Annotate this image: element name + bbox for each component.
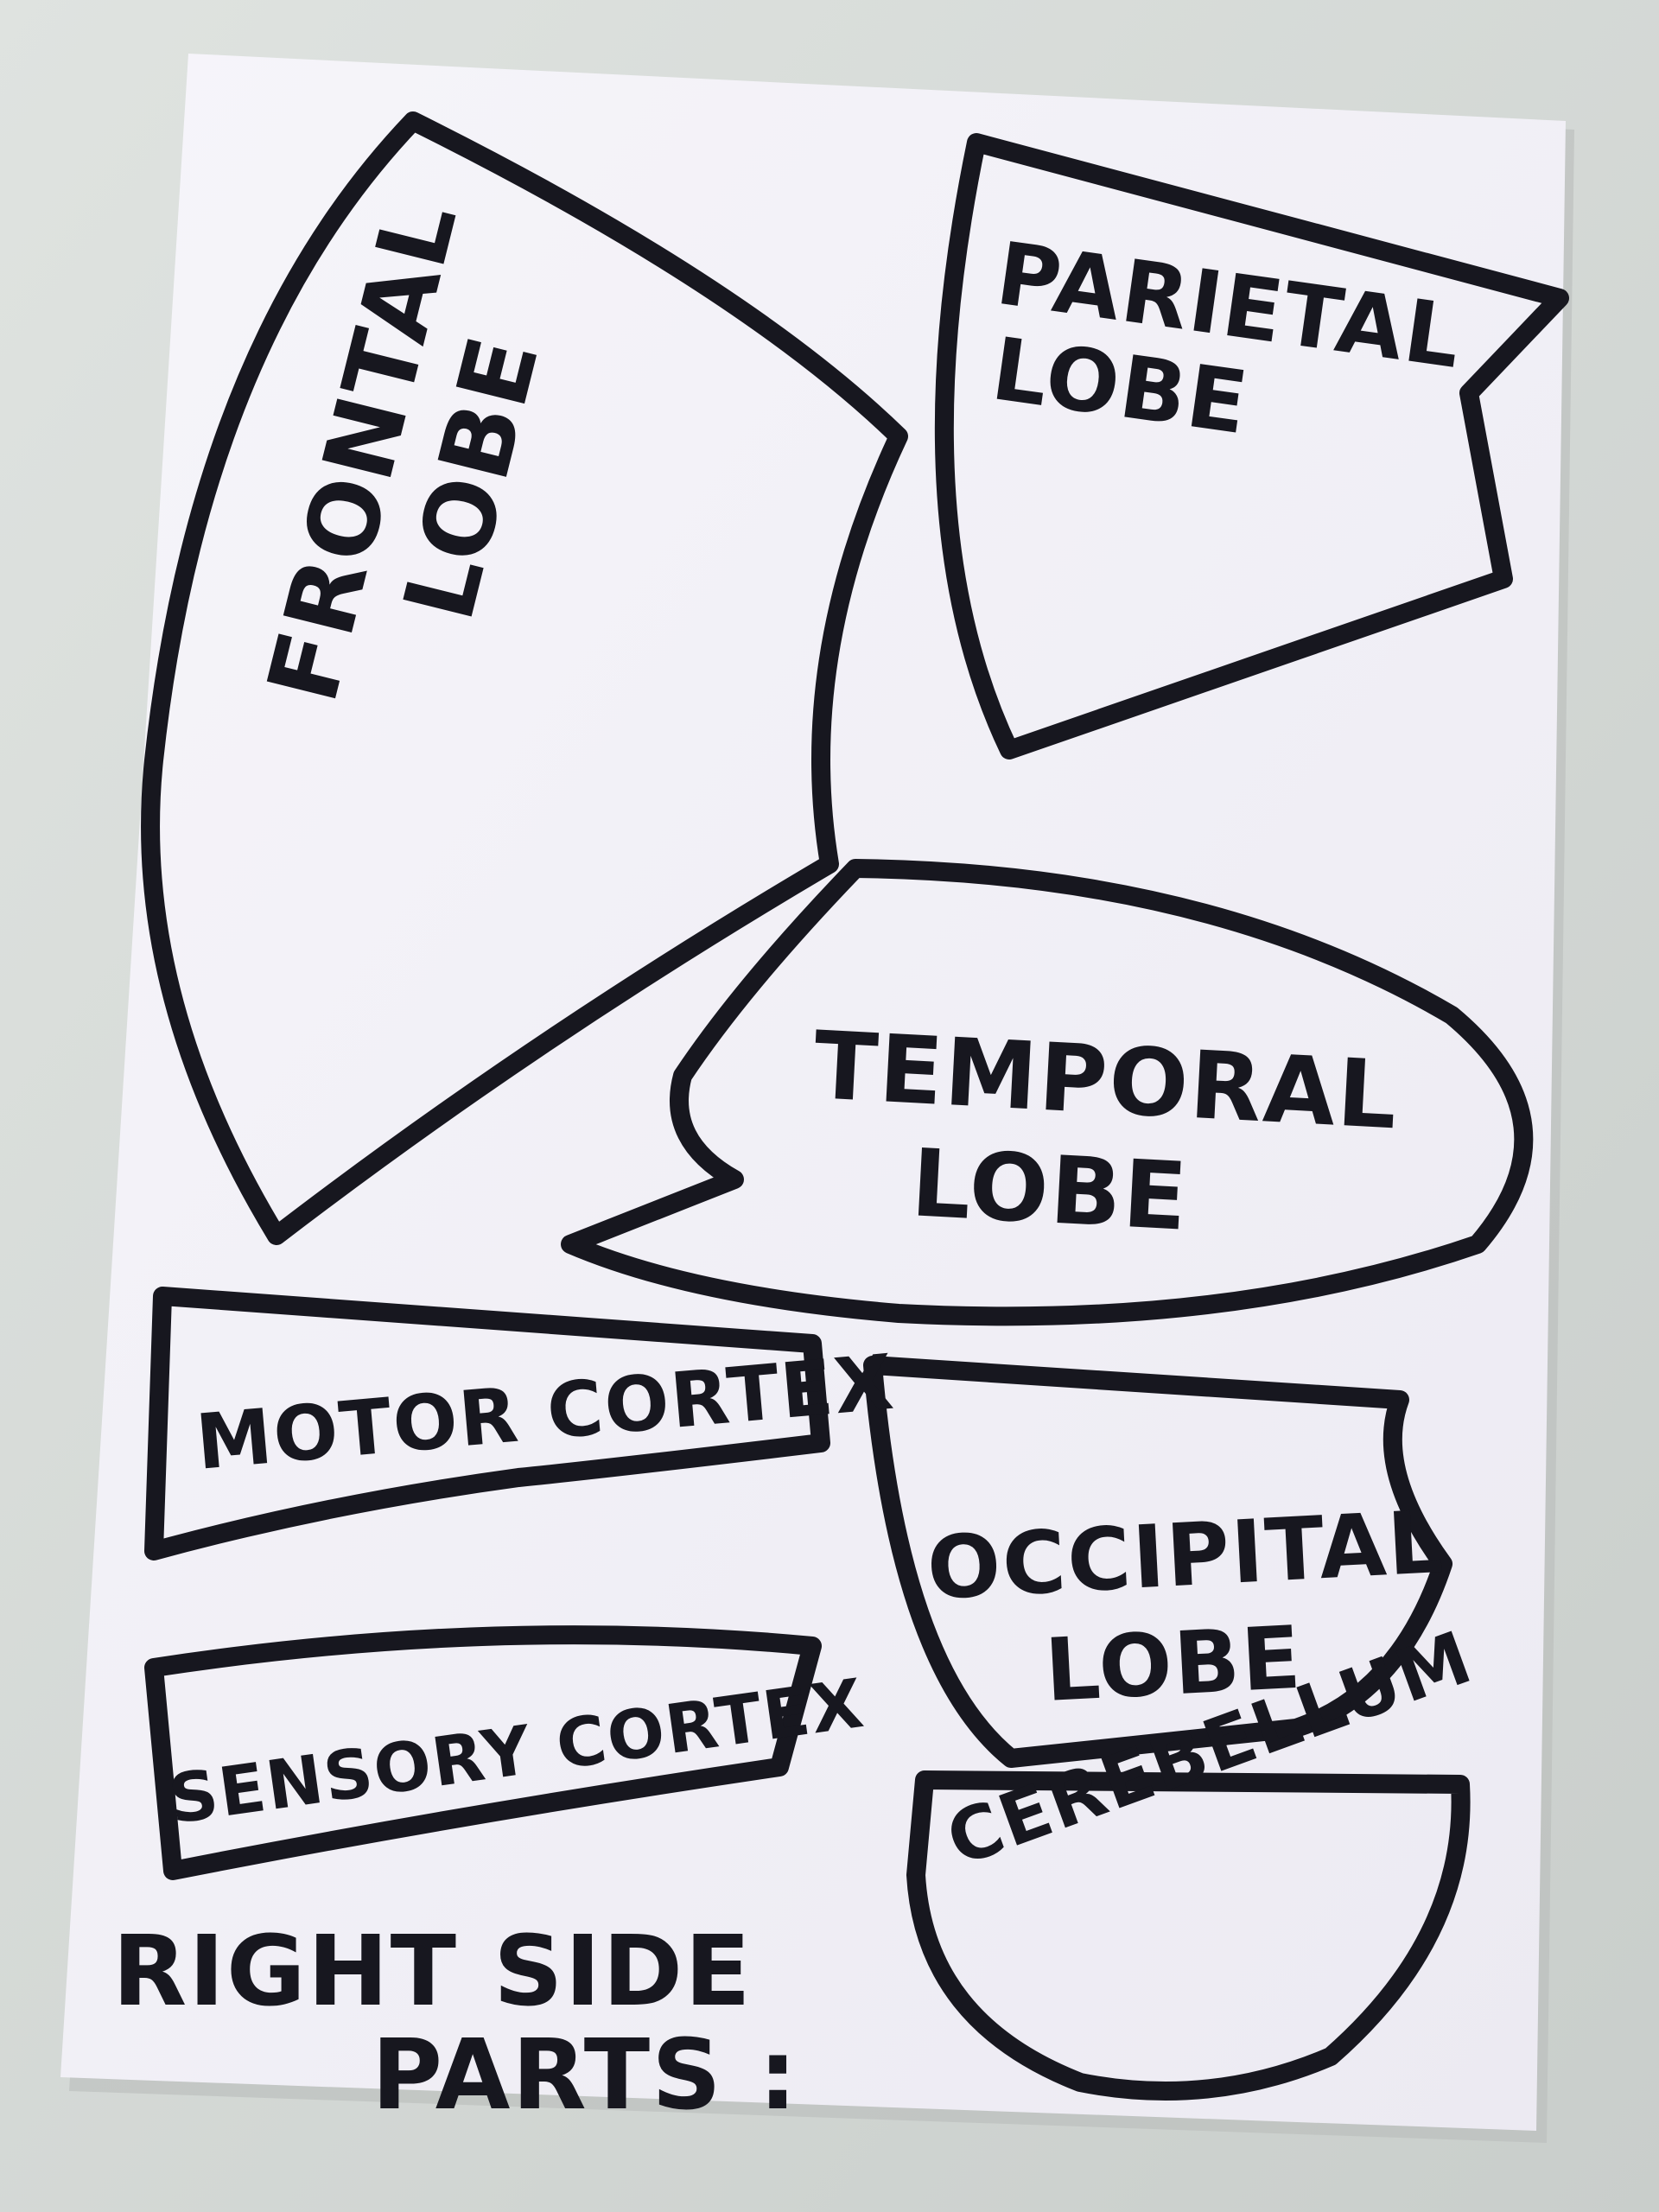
caption-group: RIGHT SIDE PARTS : (112, 1916, 799, 2132)
occipital-lobe-piece (863, 1356, 1452, 1768)
cerebellum-piece (906, 1770, 1471, 2101)
motor-cortex-piece (144, 1287, 830, 1560)
caption-line2: PARTS : (372, 2019, 799, 2132)
frontal-lobe-piece (141, 111, 908, 1245)
sensory-cortex-piece (144, 1625, 822, 1880)
caption-line1: RIGHT SIDE (112, 1916, 753, 2028)
temporal-label-line2: LOBE (909, 1129, 1192, 1252)
occipital-label-line2: LOBE (1042, 1607, 1304, 1721)
temporal-lobe-piece (561, 859, 1534, 1326)
paper-sheet (60, 54, 1566, 2131)
parietal-lobe-piece (934, 133, 1569, 760)
